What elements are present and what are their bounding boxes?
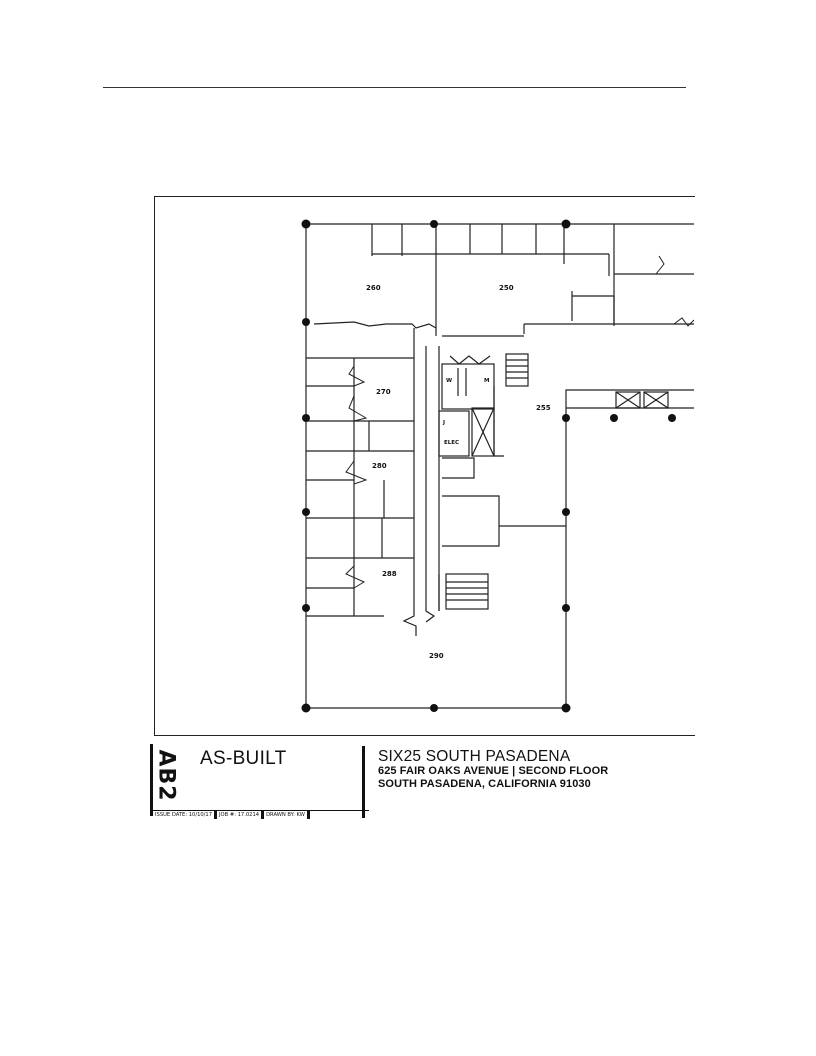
room-260-label: 260	[366, 284, 381, 292]
sheet-status: AS-BUILT	[200, 748, 287, 769]
room-280-label: 280	[372, 462, 387, 470]
room-250-label: 250	[499, 284, 514, 292]
room-288-label: 288	[382, 570, 397, 578]
floor-plan: 260 250 270 255 280 288 290 W M J ELEC	[301, 219, 694, 713]
drawn-by: DRAWN BY: KW	[264, 811, 310, 819]
project-name: SIX25 SOUTH PASADENA	[378, 748, 571, 765]
plan-frame	[154, 196, 695, 736]
project-info: SIX25 SOUTH PASADENA 625 FAIR OAKS AVENU…	[378, 748, 608, 791]
job-number: JOB #: 17.0214	[217, 811, 265, 819]
room-270-label: 270	[376, 388, 391, 396]
top-rule	[103, 87, 686, 88]
project-address-line-2: SOUTH PASADENA, CALIFORNIA 91030	[378, 778, 591, 790]
electrical-room-label: ELEC	[444, 440, 459, 446]
project-block-bar	[362, 746, 365, 818]
title-block-bar	[150, 744, 153, 816]
mens-restroom-label: M	[484, 378, 489, 384]
room-290-label: 290	[429, 652, 444, 660]
janitor-label: J	[442, 420, 445, 426]
sheet-code: AB2	[153, 749, 179, 802]
room-255-label: 255	[536, 404, 551, 412]
project-address-line-1: 625 FAIR OAKS AVENUE | SECOND FLOOR	[378, 765, 609, 777]
issue-date: ISSUE DATE: 10/10/17	[153, 811, 218, 819]
womens-restroom-label: W	[446, 378, 452, 384]
